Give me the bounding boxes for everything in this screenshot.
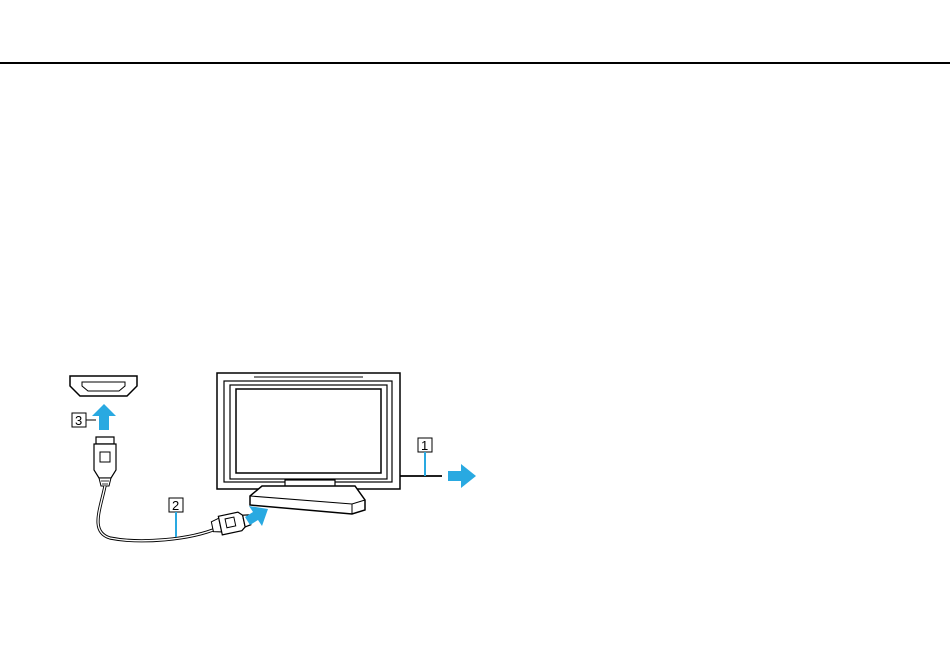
hdmi-plug-icon — [211, 510, 252, 536]
hdmi-port-icon — [70, 376, 137, 396]
callout-2-label: 2 — [172, 498, 179, 513]
hdmi-cable — [98, 486, 218, 541]
arrow-right-icon — [448, 464, 476, 488]
callout-1: 1 — [418, 438, 432, 476]
callout-2: 2 — [169, 498, 183, 537]
arrow-up-icon — [92, 404, 116, 430]
callout-3-label: 3 — [75, 413, 82, 428]
callout-1-label: 1 — [421, 438, 428, 453]
callout-3: 3 — [72, 413, 96, 428]
tv-icon — [217, 373, 400, 514]
hdmi-plug-icon — [94, 437, 116, 486]
